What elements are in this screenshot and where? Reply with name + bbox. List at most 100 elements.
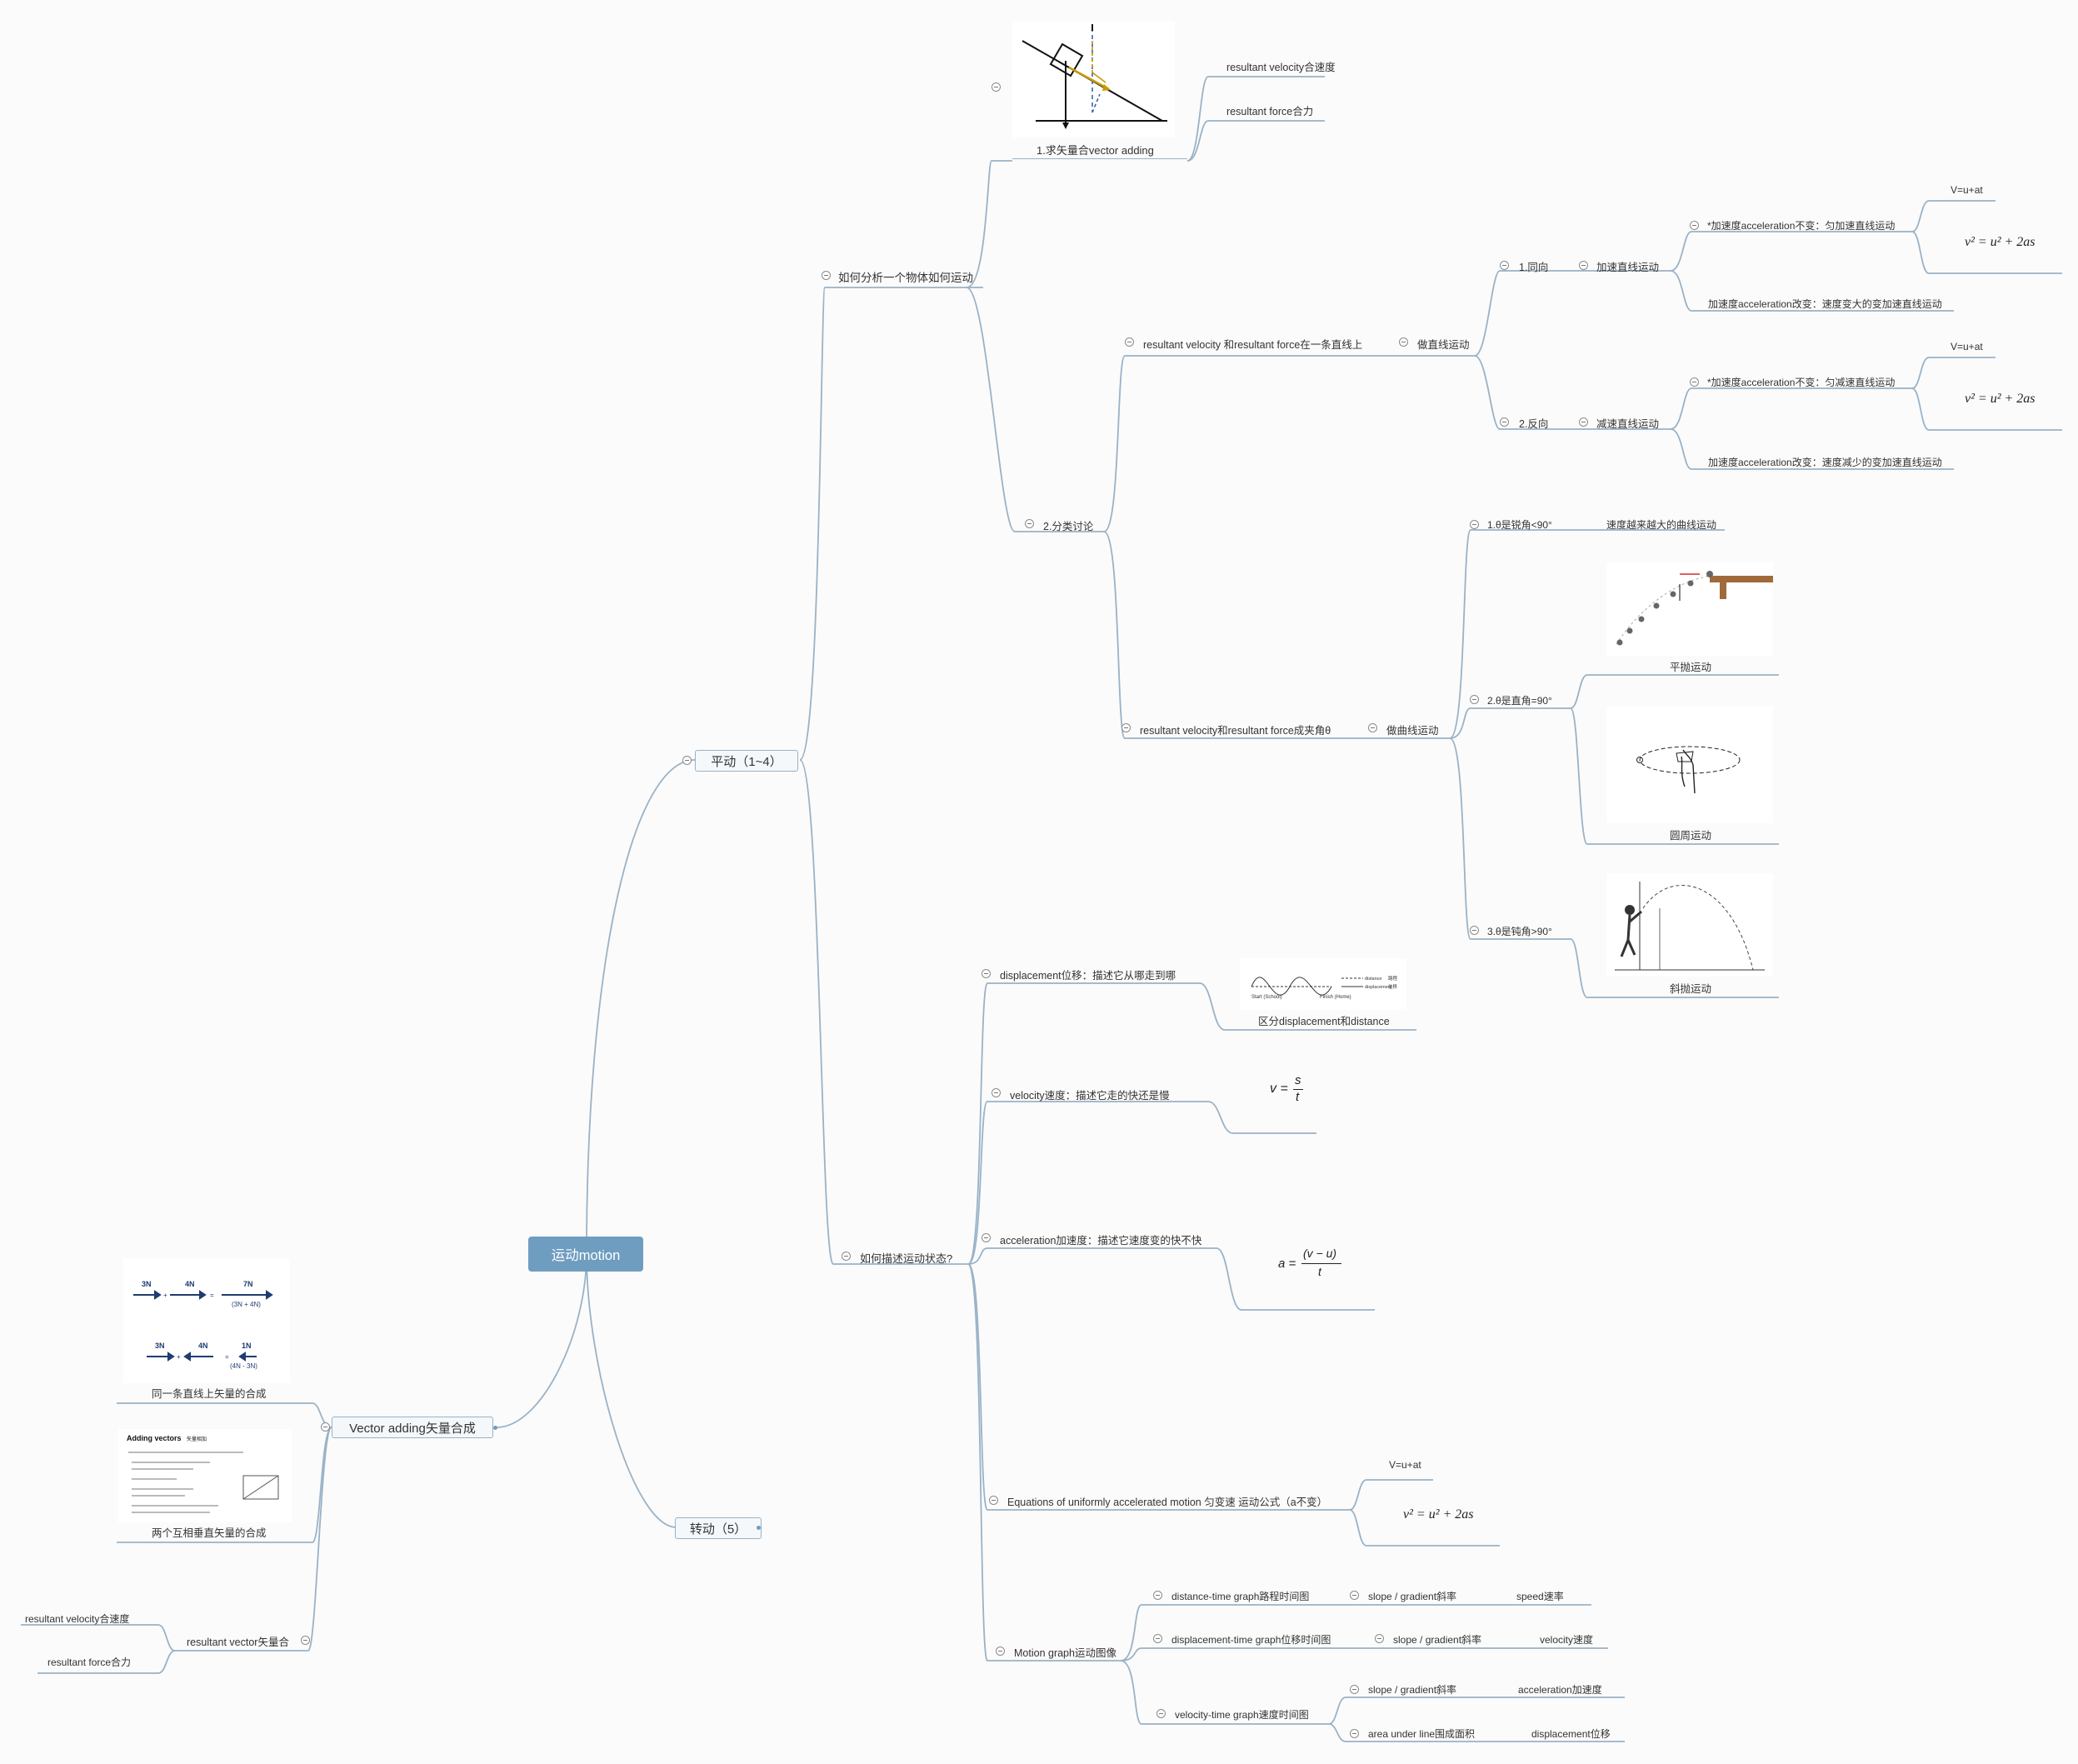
- formula-v2[interactable]: v² = u² + 2as: [1965, 235, 2036, 249]
- node-same-direction[interactable]: 1.同向: [1519, 262, 1549, 273]
- node-resultant-velocity[interactable]: resultant velocity合速度: [25, 1613, 130, 1625]
- formula-accel-lhs[interactable]: a =: [1278, 1257, 1296, 1271]
- collapse-toggle[interactable]: [1500, 261, 1509, 270]
- collapse-toggle[interactable]: [1470, 926, 1479, 935]
- collapse-toggle[interactable]: [982, 969, 991, 978]
- collapse-toggle[interactable]: [842, 1252, 851, 1261]
- node-acceleration[interactable]: acceleration加速度：描述它速度变的快不快: [1000, 1235, 1202, 1247]
- node-displacement[interactable]: displacement位移：描述它从哪走到哪: [1000, 970, 1176, 982]
- collapse-toggle[interactable]: [1125, 337, 1134, 347]
- node-curve-motion[interactable]: 做曲线运动: [1386, 725, 1439, 737]
- node-vt-area[interactable]: area under line围成面积: [1368, 1728, 1476, 1740]
- node-obtuse-angle[interactable]: 3.θ是钝角>90°: [1487, 926, 1552, 937]
- node-describe[interactable]: 如何描述运动状态?: [860, 1252, 953, 1265]
- node-translation[interactable]: 平动（1~4）: [695, 750, 798, 772]
- collapse-toggle[interactable]: [822, 271, 831, 280]
- collapse-toggle[interactable]: [1470, 695, 1479, 704]
- node-velocity-time[interactable]: velocity-time graph速度时间图: [1175, 1709, 1309, 1721]
- perpendicular-vectors-image: Adding vectors 矢量相加: [118, 1429, 292, 1522]
- node-dt-slope[interactable]: slope / gradient斜率: [1368, 1591, 1457, 1602]
- collapse-toggle[interactable]: [1500, 417, 1509, 427]
- node-vt-slope[interactable]: slope / gradient斜率: [1368, 1684, 1457, 1696]
- caption-same-line[interactable]: 同一条直线上矢量的合成: [152, 1388, 267, 1400]
- node-uniform-accel[interactable]: *加速度acceleration不变：匀加速直线运动: [1707, 220, 1896, 232]
- node-opposite-direction[interactable]: 2.反向: [1519, 418, 1549, 430]
- collapse-toggle[interactable]: [1025, 519, 1034, 528]
- node-analyze[interactable]: 如何分析一个物体如何运动: [838, 272, 973, 284]
- node-uniform-decel[interactable]: *加速度acceleration不变：匀减速直线运动: [1707, 377, 1896, 388]
- node-resultant-vector[interactable]: resultant vector矢量合: [187, 1637, 289, 1648]
- collapse-toggle[interactable]: [1153, 1591, 1162, 1600]
- node-dt-result[interactable]: speed速率: [1516, 1591, 1564, 1602]
- collapse-toggle[interactable]: [682, 756, 692, 765]
- formula-v-u-at[interactable]: V=u+at: [1389, 1459, 1421, 1471]
- formula-v2[interactable]: v² = u² + 2as: [1403, 1507, 1474, 1522]
- node-variable-decel[interactable]: 加速度acceleration改变：速度减少的变加速直线运动: [1708, 457, 1942, 468]
- caption-perpendicular[interactable]: 两个互相垂直矢量的合成: [152, 1527, 267, 1539]
- caption-projectile[interactable]: 平抛运动: [1670, 662, 1712, 673]
- node-distance-time[interactable]: distance-time graph路程时间图: [1171, 1591, 1310, 1602]
- vector-adding-image: [1012, 21, 1175, 137]
- node-acute-angle[interactable]: 1.θ是锐角<90°: [1487, 519, 1552, 531]
- collapse-toggle[interactable]: [1350, 1729, 1359, 1738]
- node-st-slope[interactable]: slope / gradient斜率: [1393, 1634, 1482, 1646]
- collapse-toggle[interactable]: [1470, 520, 1479, 529]
- collapse-toggle[interactable]: [992, 1088, 1001, 1097]
- collapse-toggle[interactable]: [989, 1496, 998, 1505]
- node-vt-area-result[interactable]: displacement位移: [1531, 1728, 1611, 1740]
- root-node[interactable]: 运动motion: [528, 1237, 643, 1272]
- node-equations[interactable]: Equations of uniformly accelerated motio…: [1007, 1497, 1328, 1508]
- image-text: 3N: [142, 1280, 152, 1288]
- node-variable-accel[interactable]: 加速度acceleration改变：速度变大的变加速直线运动: [1708, 298, 1942, 310]
- node-straight-condition[interactable]: resultant velocity 和resultant force在一条直线…: [1143, 339, 1363, 351]
- collapse-toggle[interactable]: [992, 82, 1001, 92]
- collapse-toggle[interactable]: [996, 1647, 1005, 1656]
- collapse-toggle[interactable]: [321, 1422, 330, 1432]
- collapse-toggle[interactable]: [1350, 1591, 1359, 1600]
- node-classify[interactable]: 2.分类讨论: [1043, 521, 1094, 532]
- node-resultant-force[interactable]: resultant force合力: [47, 1657, 132, 1668]
- projectile-diagram: [1616, 571, 1773, 646]
- node-st-result[interactable]: velocity速度: [1540, 1634, 1594, 1646]
- collapse-toggle[interactable]: [1121, 723, 1131, 732]
- formula-v-u-at[interactable]: V=u+at: [1951, 341, 1983, 352]
- node-velocity[interactable]: velocity速度：描述它走的快还是慢: [1010, 1090, 1170, 1102]
- node-acute-result[interactable]: 速度越来越大的曲线运动: [1606, 519, 1717, 531]
- expand-dot[interactable]: [757, 1526, 761, 1530]
- collapse-toggle[interactable]: [1350, 1685, 1359, 1694]
- node-motion-graphs[interactable]: Motion graph运动图像: [1014, 1647, 1116, 1659]
- formula-v2[interactable]: v² = u² + 2as: [1965, 392, 2036, 406]
- collapse-toggle[interactable]: [1579, 417, 1588, 427]
- collapse-toggle[interactable]: [1368, 723, 1377, 732]
- collapse-toggle[interactable]: [1690, 221, 1699, 230]
- circular-diagram: [1636, 746, 1741, 794]
- collapse-toggle[interactable]: [1156, 1709, 1166, 1718]
- node-right-angle[interactable]: 2.θ是直角=90°: [1487, 695, 1552, 707]
- expand-dot[interactable]: [493, 1426, 497, 1430]
- collapse-toggle[interactable]: [982, 1233, 991, 1242]
- node-displacement-time[interactable]: displacement-time graph位移时间图: [1171, 1634, 1331, 1646]
- formula-velocity-den: t: [1296, 1090, 1300, 1104]
- collapse-toggle[interactable]: [1579, 261, 1588, 270]
- collapse-toggle[interactable]: [1375, 1634, 1384, 1643]
- oblique-image: [1606, 873, 1773, 977]
- node-accelerating[interactable]: 加速直线运动: [1596, 262, 1660, 273]
- formula-velocity-lhs[interactable]: v =: [1270, 1082, 1288, 1096]
- node-resultant-velocity[interactable]: resultant velocity合速度: [1226, 62, 1336, 73]
- caption-circular[interactable]: 圆周运动: [1670, 830, 1712, 842]
- caption-displacement[interactable]: 区分displacement和distance: [1258, 1016, 1390, 1027]
- node-vector-adding[interactable]: Vector adding矢量合成: [332, 1417, 493, 1438]
- node-vector-adding-caption[interactable]: 1.求矢量合vector adding: [1037, 144, 1154, 157]
- collapse-toggle[interactable]: [301, 1636, 310, 1645]
- node-rotation[interactable]: 转动（5）: [675, 1517, 762, 1539]
- collapse-toggle[interactable]: [1153, 1634, 1162, 1643]
- node-decelerating[interactable]: 减速直线运动: [1596, 418, 1660, 430]
- collapse-toggle[interactable]: [1690, 377, 1699, 387]
- formula-v-u-at[interactable]: V=u+at: [1951, 184, 1983, 196]
- caption-oblique[interactable]: 斜抛运动: [1670, 983, 1712, 995]
- node-curve-condition[interactable]: resultant velocity和resultant force成夹角θ: [1140, 725, 1331, 737]
- node-resultant-force[interactable]: resultant force合力: [1226, 106, 1314, 117]
- node-straight-motion[interactable]: 做直线运动: [1417, 339, 1470, 351]
- collapse-toggle[interactable]: [1399, 337, 1408, 347]
- node-vt-slope-result[interactable]: acceleration加速度: [1518, 1684, 1602, 1696]
